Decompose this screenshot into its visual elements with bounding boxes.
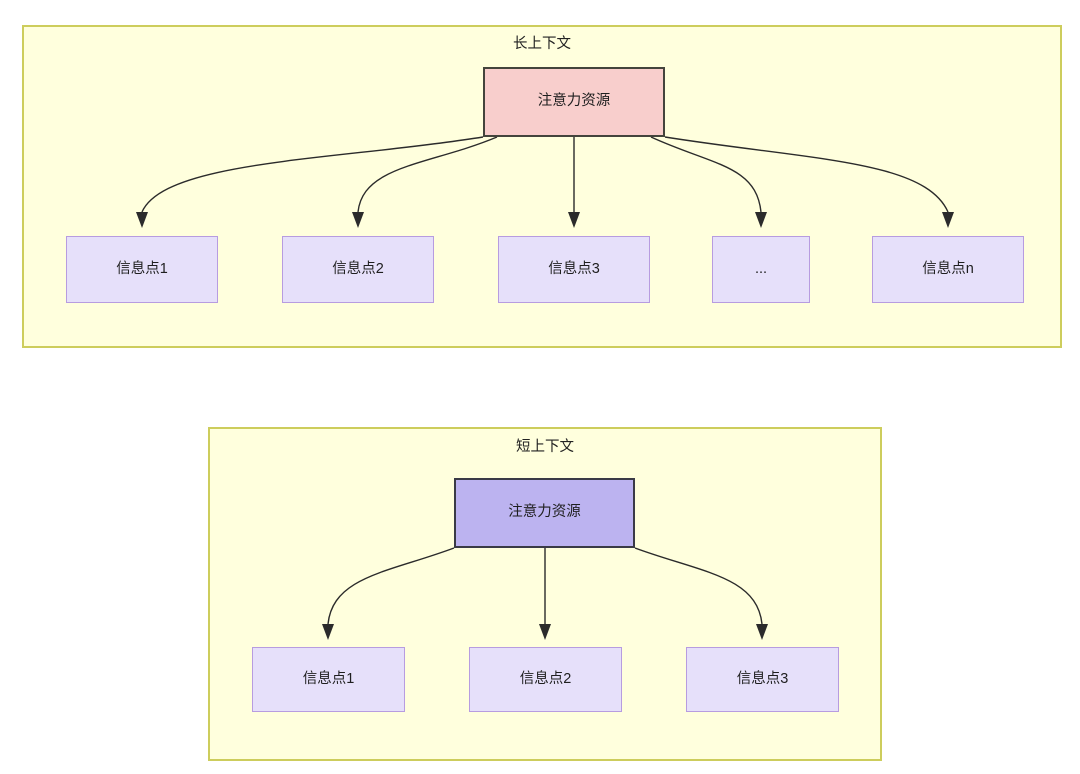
- long-context-leaf-3-label: 信息点3: [548, 260, 600, 277]
- long-context-leaf-1-label: 信息点1: [116, 260, 168, 277]
- short-context-root-node[interactable]: 注意力资源: [454, 478, 635, 548]
- long-context-leaf-n[interactable]: 信息点n: [872, 236, 1024, 303]
- long-context-title: 长上下文: [513, 36, 571, 52]
- short-context-leaf-1[interactable]: 信息点1: [252, 647, 405, 712]
- long-context-root-node[interactable]: 注意力资源: [483, 67, 665, 137]
- short-context-leaf-2[interactable]: 信息点2: [469, 647, 622, 712]
- long-context-leaf-ellipsis-label: ...: [754, 260, 768, 277]
- short-context-title: 短上下文: [516, 439, 574, 455]
- long-context-root-label: 注意力资源: [537, 93, 611, 110]
- long-context-leaf-ellipsis[interactable]: ...: [712, 236, 810, 303]
- long-context-leaf-1[interactable]: 信息点1: [66, 236, 218, 303]
- long-context-leaf-n-label: 信息点n: [922, 260, 974, 277]
- long-context-leaf-3[interactable]: 信息点3: [498, 236, 650, 303]
- short-context-leaf-2-label: 信息点2: [519, 670, 572, 687]
- short-context-leaf-1-label: 信息点1: [302, 670, 355, 687]
- short-context-leaf-3[interactable]: 信息点3: [686, 647, 839, 712]
- short-context-root-label: 注意力资源: [508, 504, 581, 521]
- short-context-leaf-3-label: 信息点3: [736, 670, 789, 687]
- long-context-leaf-2-label: 信息点2: [332, 260, 384, 277]
- long-context-leaf-2[interactable]: 信息点2: [282, 236, 434, 303]
